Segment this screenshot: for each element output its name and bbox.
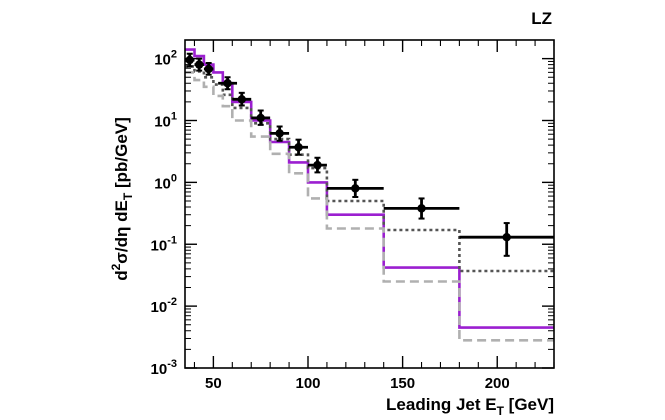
data-point: [185, 52, 195, 68]
data-marker: [185, 55, 194, 65]
data-marker: [351, 184, 360, 193]
data-marker: [256, 113, 265, 123]
x-tick-label: 200: [485, 375, 510, 392]
y-tick-label: 100: [154, 172, 177, 192]
x-tick-label: 50: [205, 375, 222, 392]
data-point: [383, 197, 460, 220]
data-marker: [237, 95, 246, 104]
x-axis-label: Leading Jet ET [GeV]: [386, 395, 554, 418]
data-marker: [204, 64, 213, 74]
data-point: [308, 156, 327, 174]
y-tick-label: 10-2: [151, 296, 177, 316]
data-point: [232, 91, 252, 107]
y-tick-label: 102: [154, 49, 177, 69]
data-point: [459, 222, 554, 257]
data-point: [289, 138, 308, 156]
data-marker: [275, 129, 284, 138]
data-marker: [417, 204, 426, 213]
x-tick-label: 150: [390, 375, 415, 392]
data-marker: [223, 79, 232, 88]
x-tick-label: 100: [295, 375, 320, 392]
data-marker: [194, 60, 204, 69]
data-point: [270, 125, 290, 142]
plot-area: [185, 48, 554, 342]
data-marker: [294, 143, 303, 152]
y-tick-label: 10-3: [151, 358, 177, 378]
y-axis-label: d2σ/dη dET [pb/GeV]: [109, 117, 135, 281]
data-point: [194, 57, 204, 72]
plot-frame: [184, 39, 555, 369]
experiment-label: LZ: [531, 9, 552, 28]
y-tick-label: 10-1: [151, 234, 177, 254]
data-point: [326, 178, 384, 199]
series-dashed-histogram: [185, 71, 554, 342]
data-point: [251, 109, 271, 126]
data-marker: [313, 160, 322, 170]
y-tick-label: 101: [154, 111, 177, 131]
data-marker: [502, 233, 511, 242]
data-point: [218, 76, 238, 91]
data-point: [203, 61, 214, 76]
